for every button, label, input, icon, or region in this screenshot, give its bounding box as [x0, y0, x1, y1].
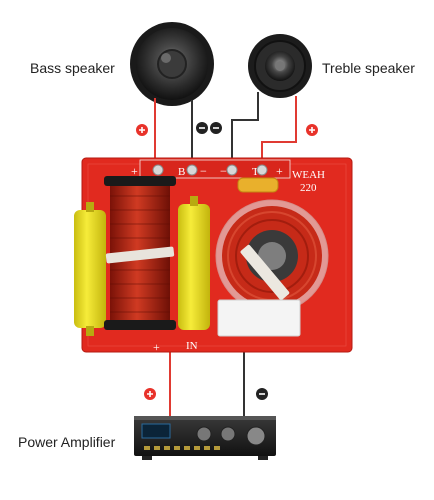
- pcb-input-label: IN: [186, 340, 198, 352]
- treble-speaker: [248, 34, 312, 98]
- capacitor-middle: [178, 196, 210, 330]
- treble-inductor-coil: [215, 199, 329, 313]
- pcb-treble-minus: −: [220, 164, 227, 178]
- negative-terminal-icon: [256, 388, 268, 400]
- bass-inductor-coil: [104, 176, 176, 330]
- pcb-bass-marking: B: [178, 166, 185, 178]
- negative-terminal-icon: [196, 122, 208, 134]
- power-amplifier-label: Power Amplifier: [18, 434, 116, 450]
- terminal-screws: [152, 164, 268, 176]
- pcb-input-plus: +: [153, 340, 160, 354]
- pcb-treble-plus: +: [276, 164, 283, 178]
- bass-speaker: [130, 22, 214, 106]
- speaker-wires: [154, 92, 297, 426]
- small-capacitor: [237, 177, 279, 193]
- pcb-treble-marking: T: [252, 166, 259, 178]
- bass-speaker-label: Bass speaker: [30, 60, 115, 76]
- power-amplifier: [134, 416, 276, 460]
- treble-speaker-label: Treble speaker: [322, 60, 415, 76]
- positive-terminal-icon: [136, 124, 148, 136]
- positive-terminal-icon: [144, 388, 156, 400]
- positive-terminal-icon: [306, 124, 318, 136]
- capacitor-left: [74, 202, 106, 336]
- pcb-bass-plus: +: [131, 164, 138, 178]
- negative-terminal-icon: [210, 122, 222, 134]
- resistor: [217, 299, 301, 337]
- pcb-brand: WEAH: [292, 169, 325, 181]
- pcb-model: 220: [300, 182, 317, 194]
- pcb-bass-minus: −: [200, 164, 207, 178]
